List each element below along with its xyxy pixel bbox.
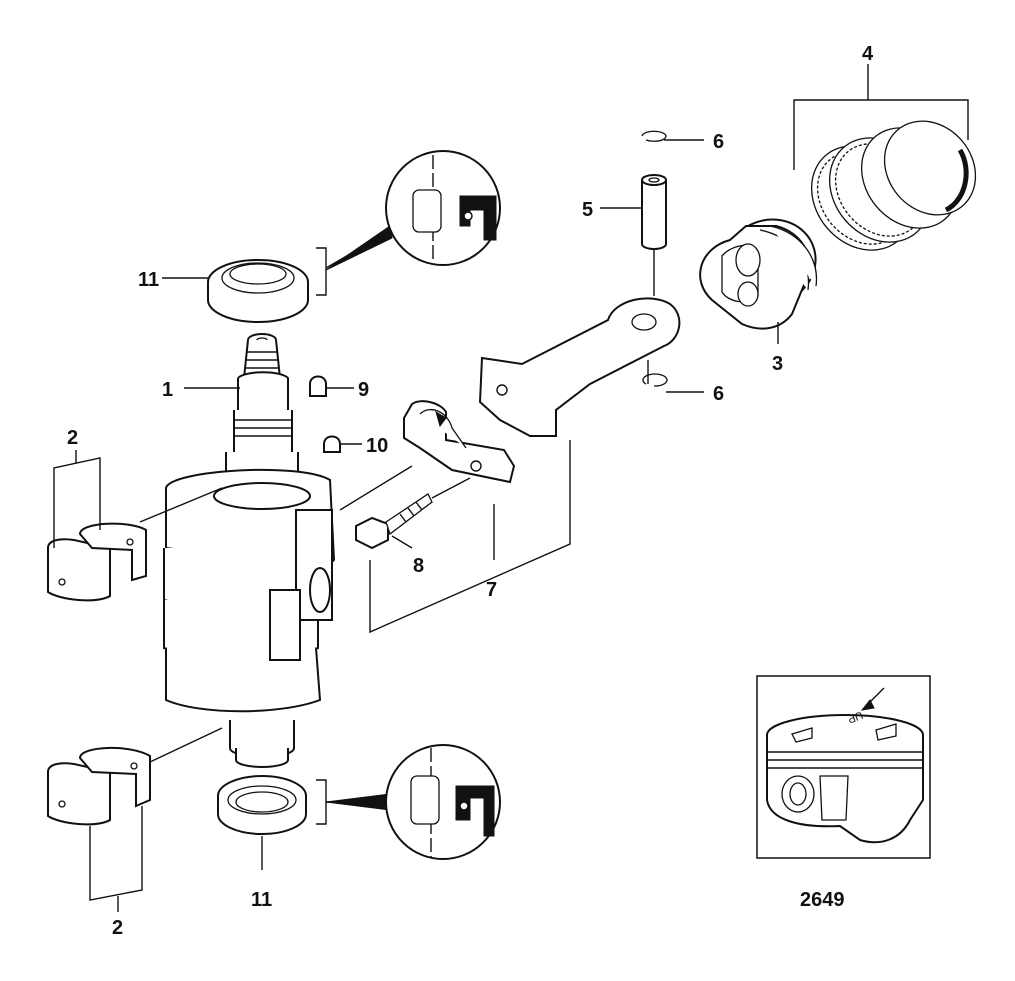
- piston-ring-set: [810, 120, 977, 251]
- main-bearing-lower: [47, 747, 151, 826]
- label-10: 10: [366, 435, 388, 457]
- main-bearing-upper: [47, 522, 147, 602]
- connecting-rod-cap: [403, 400, 516, 484]
- figure-number: 2649: [800, 889, 845, 911]
- seal-detail-circle-bottom: [385, 744, 501, 860]
- label-1: 1: [162, 379, 173, 401]
- oil-seal-top: [207, 259, 309, 323]
- label-5: 5: [582, 199, 593, 221]
- piston-pin: [641, 174, 667, 250]
- woodruff-key-9: [309, 375, 327, 397]
- label-9: 9: [358, 379, 369, 401]
- label-6-bottom: 6: [713, 383, 724, 405]
- pin-retainer-bottom: [642, 373, 668, 387]
- label-7: 7: [486, 579, 497, 601]
- label-2-lower: 2: [112, 917, 123, 939]
- piston-orientation-inset: UP: [756, 675, 931, 859]
- label-11-bottom: 11: [251, 889, 272, 911]
- oil-seal-bottom: [217, 775, 307, 835]
- label-11-top: 11: [138, 269, 159, 291]
- woodruff-key-10: [323, 435, 341, 453]
- rod-bolt: [355, 493, 433, 550]
- label-4: 4: [862, 43, 874, 65]
- piston: [699, 218, 818, 330]
- label-2-upper: 2: [67, 427, 78, 449]
- seal-detail-circle-top: [385, 150, 501, 266]
- connecting-rod: [478, 297, 681, 437]
- label-3: 3: [772, 353, 783, 375]
- piston-up-stamp: UP: [846, 708, 864, 725]
- label-8: 8: [413, 555, 424, 577]
- label-6-top: 6: [713, 131, 724, 153]
- pin-retainer-top: [641, 130, 667, 142]
- crankshaft: [163, 333, 336, 768]
